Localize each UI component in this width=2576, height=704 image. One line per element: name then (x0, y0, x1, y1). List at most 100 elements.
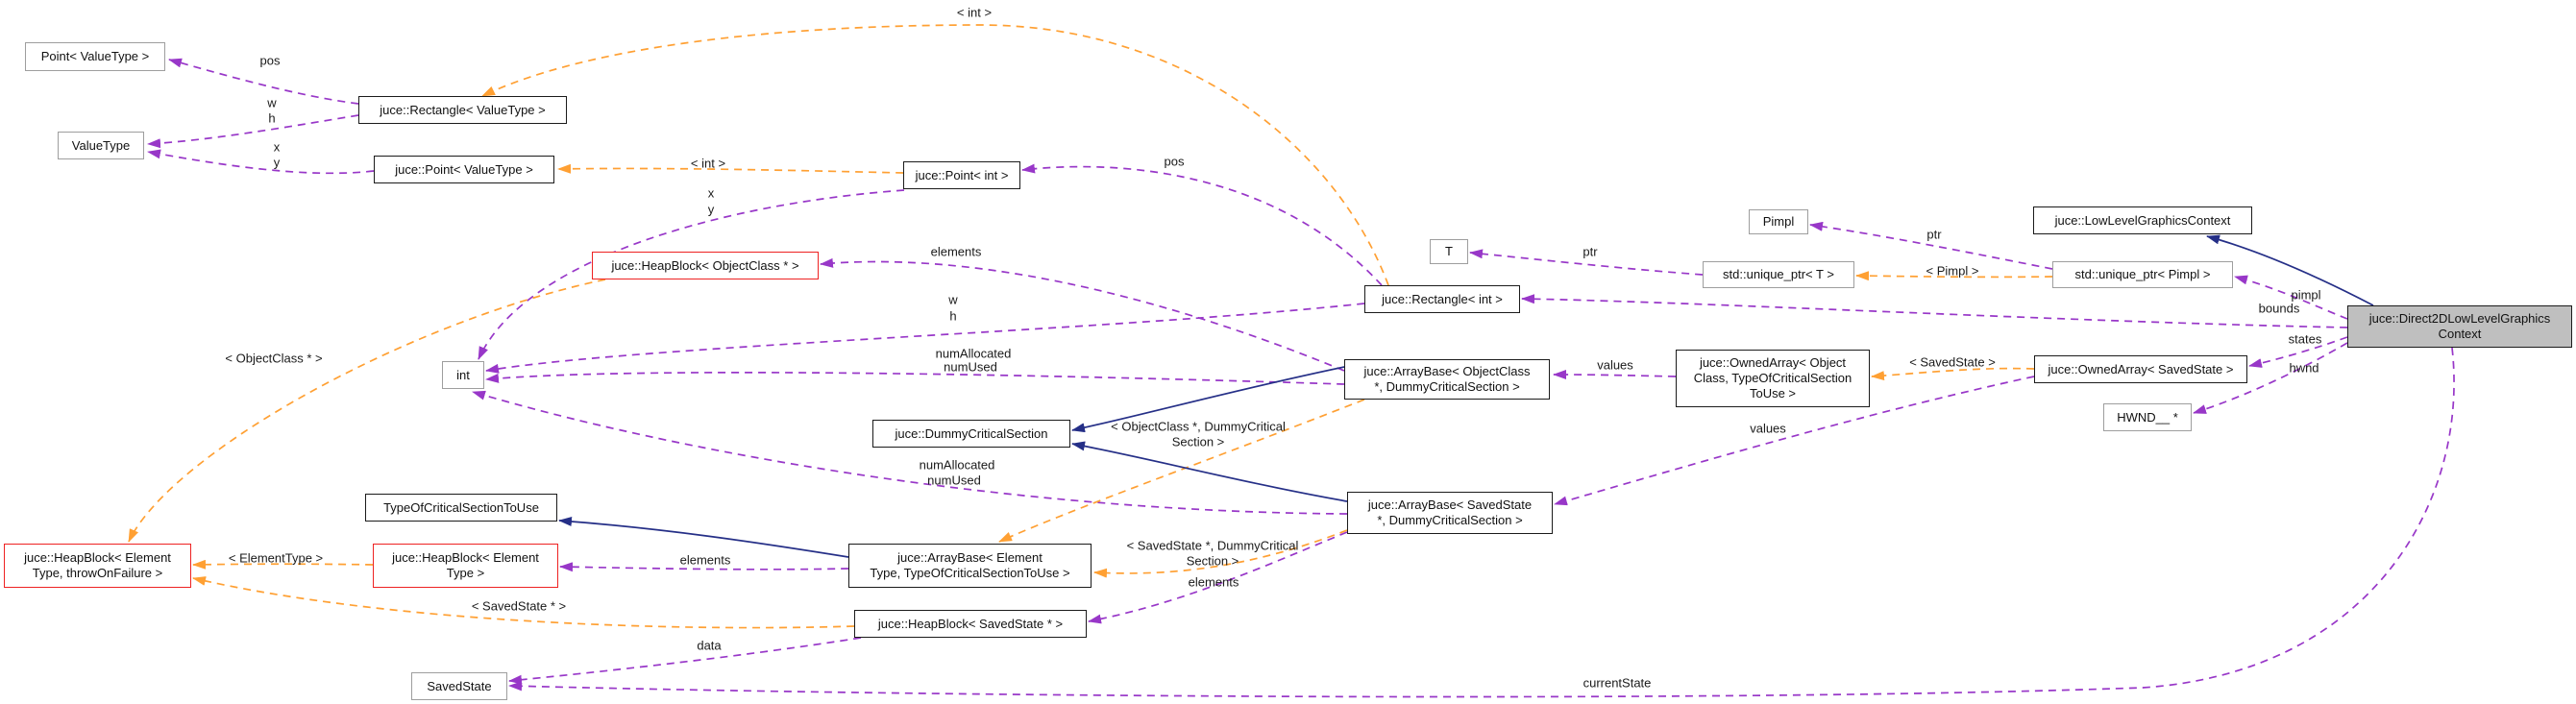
node-dummycriticalsection[interactable]: juce::DummyCriticalSection (872, 420, 1070, 448)
node-unique-ptr-t: std::unique_ptr< T > (1703, 261, 1854, 288)
edge-hb-ss-data (508, 637, 862, 685)
node-heapblock-savedstate[interactable]: juce::HeapBlock< SavedState * > (854, 610, 1087, 638)
node-arraybase-objectclass[interactable]: juce::ArrayBase< ObjectClass*, DummyCrit… (1344, 359, 1550, 400)
node-label: ValueType (71, 137, 131, 153)
node-label: juce::HeapBlock< Element (392, 550, 539, 565)
edge-label-elementtype-template: < ElementType > (228, 550, 324, 566)
node-label: juce::HeapBlock< Element (24, 550, 171, 565)
node-typeofcriticalsectiontouse[interactable]: TypeOfCriticalSectionToUse (365, 494, 557, 522)
node-label: Class, TypeOfCriticalSection (1693, 371, 1852, 385)
edge-point-vt-xy (147, 149, 375, 175)
edge-label-x-2: x (707, 185, 715, 201)
node-label: std::unique_ptr< Pimpl > (2074, 267, 2211, 281)
node-label: juce::OwnedArray< Object (1699, 355, 1847, 370)
edge-ab-ss-num (472, 390, 1348, 515)
edge-label-objectclass-template: < ObjectClass * > (225, 351, 323, 366)
edge-ab-ss-template (1093, 529, 1348, 578)
edge-oa-oc-values (1553, 370, 1677, 380)
node-label: Type > (446, 566, 485, 580)
edge-d2d-currentstate (508, 347, 2455, 698)
edge-label-h-1: h (268, 110, 276, 126)
node-int: int (442, 361, 484, 389)
edge-label-elements-2: elements (1188, 574, 1239, 590)
edge-label-states: states (2288, 331, 2322, 347)
edge-hb-ss-template (192, 576, 855, 629)
edge-label-pos-1: pos (259, 53, 281, 68)
node-label: juce::DummyCriticalSection (895, 425, 1048, 441)
node-valuetype: ValueType (58, 132, 144, 159)
node-label: T (1445, 244, 1453, 258)
node-point-int[interactable]: juce::Point< int > (903, 161, 1020, 189)
edge-label-hwnd-member: hwnd (2289, 360, 2319, 376)
edge-label-y-2: y (707, 202, 715, 217)
edge-hb-et-template (192, 559, 374, 570)
node-label: juce::Direct2DLowLevelGraphics (2368, 311, 2551, 326)
node-hwnd: HWND__ * (2103, 403, 2192, 431)
edge-ab-oc-num (485, 372, 1345, 385)
node-label: *, DummyCriticalSection > (1374, 379, 1520, 394)
edge-label-numallocated-1: numAllocated (935, 346, 1012, 361)
edge-point-int-xy (478, 189, 905, 360)
edge-label-ptr-1: ptr (1582, 244, 1598, 259)
node-label: juce::Point< int > (915, 167, 1009, 182)
edge-label-objectclass-dummy-2: Section > (1171, 434, 1225, 449)
edge-label-int-template-mid: < int > (690, 156, 726, 171)
node-label: juce::Rectangle< ValueType > (380, 102, 546, 117)
edge-point-int-template (557, 163, 904, 174)
edge-label-w-1: w (267, 95, 277, 110)
node-t: T (1430, 239, 1468, 264)
edge-up-t-ptr (1469, 249, 1704, 276)
node-label: Context (2438, 327, 2482, 341)
edge-label-savedstate-dummy-1: < SavedState *, DummyCritical (1126, 538, 1299, 553)
edge-d2d-hwnd (2193, 342, 2348, 414)
edge-d2d-inherit (2206, 234, 2374, 306)
node-label: juce::HeapBlock< SavedState * > (877, 616, 1064, 631)
node-pimpl: Pimpl (1749, 209, 1808, 234)
edge-rect-int-pos (1021, 163, 1383, 286)
node-ownedarray-savedstate[interactable]: juce::OwnedArray< SavedState > (2034, 355, 2247, 383)
node-rectangle-valuetype[interactable]: juce::Rectangle< ValueType > (358, 96, 567, 124)
edge-label-values-1: values (1597, 357, 1633, 373)
edge-label-int-template-top: < int > (956, 5, 993, 20)
node-label: std::unique_ptr< T > (1723, 267, 1834, 281)
edge-label-pos-2: pos (1164, 154, 1185, 169)
edge-label-pimpl-template: < Pimpl > (1926, 263, 1979, 279)
node-heapblock-objectclass[interactable]: juce::HeapBlock< ObjectClass * > (592, 252, 819, 279)
edge-ab-et-inherit (558, 516, 849, 558)
edge-ab-ss-elements (1088, 531, 1348, 624)
node-label: Type, throwOnFailure > (32, 566, 163, 580)
edge-rect-vt-pos (168, 58, 359, 105)
node-point-valuetype-juce[interactable]: juce::Point< ValueType > (374, 156, 554, 183)
edge-rect-vt-wh (147, 114, 359, 149)
node-arraybase-savedstate[interactable]: juce::ArrayBase< SavedState*, DummyCriti… (1347, 492, 1553, 534)
edge-d2d-pimpl (2234, 275, 2348, 320)
edge-label-w-2: w (948, 292, 958, 307)
node-label: juce::ArrayBase< Element (897, 550, 1043, 565)
node-label: HWND__ * (2117, 409, 2178, 425)
node-label: TypeOfCriticalSectionToUse (383, 499, 539, 515)
node-unique-ptr-pimpl: std::unique_ptr< Pimpl > (2052, 261, 2233, 288)
node-rectangle-int[interactable]: juce::Rectangle< int > (1364, 285, 1520, 313)
node-point-valuetype: Point< ValueType > (25, 42, 165, 71)
node-label: SavedState (427, 678, 492, 693)
edge-ab-oc-inherit (1071, 366, 1345, 433)
node-lowlevelgraphicscontext[interactable]: juce::LowLevelGraphicsContext (2033, 206, 2252, 234)
edge-label-bounds: bounds (2258, 301, 2300, 316)
node-savedstate: SavedState (411, 672, 507, 700)
edge-label-numused-1: numUsed (944, 359, 997, 375)
edge-label-savedstate-ptr-template: < SavedState * > (471, 598, 567, 614)
edge-label-elements-3: elements (679, 552, 731, 568)
node-label: int (456, 367, 470, 382)
edge-label-ptr-2: ptr (1926, 227, 1942, 242)
edge-label-pimpl-member: pimpl (2291, 287, 2321, 303)
edge-oa-ss-template (1871, 367, 2035, 381)
node-label: juce::LowLevelGraphicsContext (2054, 212, 2231, 228)
node-label: juce::ArrayBase< ObjectClass (1363, 364, 1531, 378)
edge-label-objectclass-dummy-1: < ObjectClass *, DummyCritical (1111, 419, 1286, 434)
